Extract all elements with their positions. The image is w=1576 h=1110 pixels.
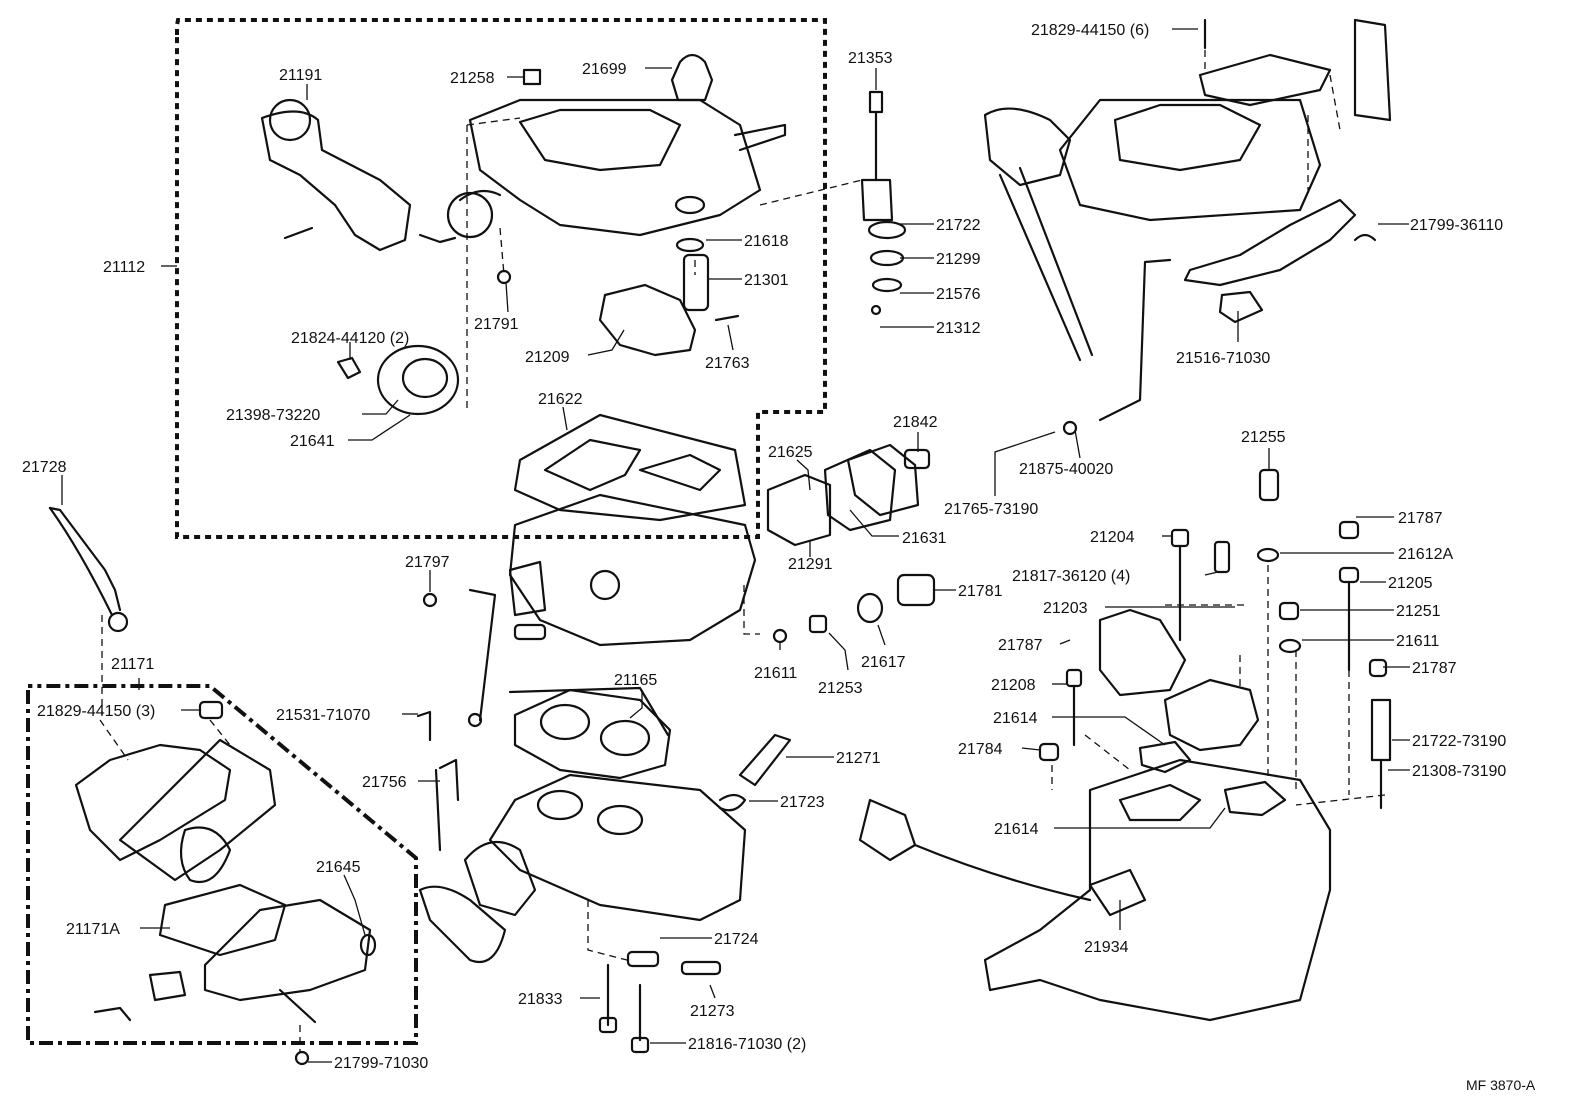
- callout-21787-top: 21787: [1398, 510, 1443, 527]
- callout-21728: 21728: [22, 459, 67, 476]
- callout-21791: 21791: [474, 316, 519, 333]
- leader-lines: [61, 28, 1410, 1063]
- callout-21799-36110: 21799-36110: [1410, 217, 1503, 234]
- callout-21171: 21171: [111, 656, 154, 673]
- callout-21576: 21576: [936, 286, 981, 303]
- callout-21203: 21203: [1043, 600, 1088, 617]
- callout-21353: 21353: [848, 50, 893, 67]
- callout-21308-73190: 21308-73190: [1412, 763, 1506, 780]
- callout-21299: 21299: [936, 251, 981, 268]
- callout-21209: 21209: [525, 349, 570, 366]
- callout-21842: 21842: [893, 414, 938, 431]
- callout-21614-lower: 21614: [994, 821, 1039, 838]
- callout-21611-left: 21611: [754, 665, 797, 682]
- callout-21763: 21763: [705, 355, 750, 372]
- callout-21787-mid: 21787: [1412, 660, 1457, 677]
- callout-21641: 21641: [290, 433, 335, 450]
- part-drawings: [48, 18, 1392, 1066]
- callout-21722: 21722: [936, 217, 981, 234]
- callout-21625: 21625: [768, 444, 813, 461]
- callout-21258: 21258: [450, 70, 495, 87]
- group-boundaries: [26, 18, 827, 1045]
- callout-21875-40020: 21875-40020: [1019, 461, 1113, 478]
- callout-21829-44150-3: 21829-44150 (3): [37, 703, 155, 720]
- callout-21171A: 21171A: [66, 921, 120, 938]
- callout-21291: 21291: [788, 556, 833, 573]
- lower-body-parts: [858, 468, 1392, 1022]
- callout-21829-44150-6: 21829-44150 (6): [1031, 22, 1149, 39]
- callout-21781: 21781: [958, 583, 1003, 600]
- callout-21617: 21617: [861, 654, 906, 671]
- callout-21816-71030-2: 21816-71030 (2): [688, 1036, 806, 1053]
- callout-21301: 21301: [744, 272, 789, 289]
- callout-21112: 21112: [103, 259, 145, 276]
- callout-21934: 21934: [1084, 939, 1129, 956]
- inlet-fitting-parts: [766, 443, 936, 644]
- callout-21797: 21797: [405, 554, 450, 571]
- callout-21631: 21631: [902, 530, 947, 547]
- callout-21756: 21756: [362, 774, 407, 791]
- callout-21205: 21205: [1388, 575, 1433, 592]
- throttle-linkage-parts: [983, 18, 1392, 436]
- callout-21312: 21312: [936, 320, 981, 337]
- callout-21612A: 21612A: [1398, 546, 1453, 563]
- callout-21765-73190: 21765-73190: [944, 501, 1038, 518]
- gasket-21641-part: [336, 344, 460, 416]
- float-part: [496, 237, 740, 357]
- diaphragm-parts: [48, 506, 377, 1066]
- callout-21208: 21208: [991, 677, 1036, 694]
- callout-21787-left: 21787: [998, 637, 1043, 654]
- callout-21799-71030: 21799-71030: [334, 1055, 428, 1072]
- callout-21614-upper: 21614: [993, 710, 1038, 727]
- callout-21724: 21724: [714, 931, 759, 948]
- callout-21398-73220: 21398-73220: [226, 407, 320, 424]
- callout-labels: 21191 21258 21699 21353 21829-44150 (6) …: [22, 22, 1536, 1093]
- callout-21699: 21699: [582, 61, 627, 78]
- callout-21611-right: 21611: [1396, 633, 1439, 650]
- callout-21204: 21204: [1090, 529, 1135, 546]
- callout-21531-71070: 21531-71070: [276, 707, 370, 724]
- callout-21618: 21618: [744, 233, 789, 250]
- callout-21645: 21645: [316, 859, 361, 876]
- pump-parts: [860, 90, 907, 316]
- callout-21824-44120-2: 21824-44120 (2): [291, 330, 409, 347]
- diaphragm-group-boundary: [26, 684, 418, 1045]
- callout-21722-73190: 21722-73190: [1412, 733, 1506, 750]
- callout-21165: 21165: [614, 672, 657, 689]
- figure-code: MF 3870-A: [1466, 1077, 1536, 1093]
- air-horn-part: [446, 53, 787, 239]
- callout-21273: 21273: [690, 1003, 735, 1020]
- throttle-body-parts: [416, 588, 792, 1054]
- callout-21723: 21723: [780, 794, 825, 811]
- callout-21622: 21622: [538, 391, 583, 408]
- air-horn-group-boundary: [175, 18, 827, 539]
- choke-opener-part: [260, 98, 457, 252]
- callout-21255: 21255: [1241, 429, 1286, 446]
- callout-21784: 21784: [958, 741, 1003, 758]
- callout-21271: 21271: [836, 750, 881, 767]
- callout-21253: 21253: [818, 680, 863, 697]
- callout-21833: 21833: [518, 991, 563, 1008]
- main-body-part: [508, 413, 757, 647]
- callout-21817-36120-4: 21817-36120 (4): [1012, 568, 1130, 585]
- callout-21251: 21251: [1396, 603, 1441, 620]
- callout-21191: 21191: [279, 67, 322, 84]
- callout-21516-71030: 21516-71030: [1176, 350, 1270, 367]
- alignment-lines: [99, 50, 1386, 1052]
